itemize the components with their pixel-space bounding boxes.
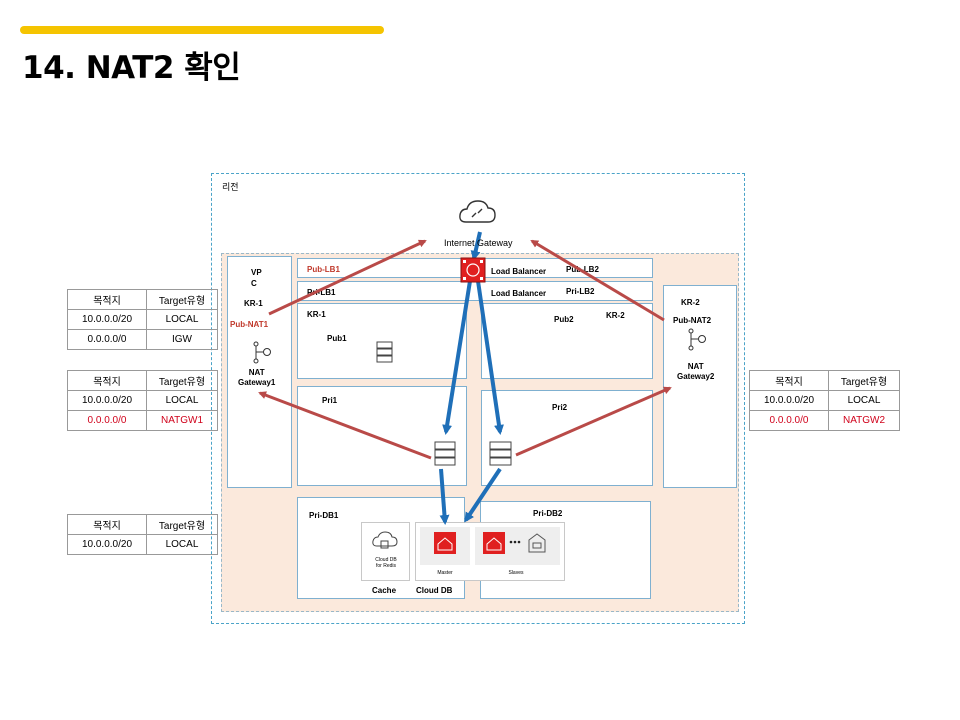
zone-kr2-nat-subnet: [663, 285, 737, 488]
server-icon: [434, 441, 456, 466]
traffic-arrow-lb-to-server1: [442, 280, 472, 435]
traffic-arrow-server1-to-db: [439, 468, 450, 525]
table-header: Target유형: [146, 289, 218, 310]
load-balancer-label-1: Load Balancer: [491, 267, 547, 276]
table-cell: 10.0.0.0/20: [67, 534, 147, 555]
table-cell: LOCAL: [146, 309, 218, 330]
load-balancer-icon: [460, 257, 486, 283]
route-arrow-nat1-to-igw: [268, 239, 427, 316]
table-header: Target유형: [146, 514, 218, 535]
pri-db2-label: Pri-DB2: [533, 509, 563, 518]
traffic-arrow-lb-to-server2: [476, 280, 504, 435]
table-header: 목적지: [749, 370, 829, 391]
pub2-label: Pub2: [554, 315, 574, 324]
table-cell: NATGW1: [146, 410, 218, 431]
nat-gateway-icon: [688, 328, 706, 351]
redis-label: Cloud DB for Redis: [375, 557, 397, 569]
pri1-label: Pri1: [322, 396, 338, 405]
kr1-zone-label: KR-1: [244, 299, 263, 308]
table-cell: LOCAL: [146, 390, 218, 411]
pri2-label: Pri2: [552, 403, 568, 412]
table-cell: 10.0.0.0/20: [67, 309, 147, 330]
pub-lb1-label: Pub-LB1: [307, 265, 340, 274]
table-cell: 0.0.0.0/0: [67, 329, 147, 350]
load-balancer-label-2: Load Balancer: [491, 289, 547, 298]
vpc-label: VP C: [251, 268, 262, 288]
table-cell: IGW: [146, 329, 218, 350]
slaves-label: Slaves: [508, 570, 524, 576]
pri2-subnet: [481, 390, 653, 486]
nat-gateway-icon: [253, 341, 271, 364]
redis-icon: [372, 531, 398, 549]
zone-kr1-nat-subnet: [227, 256, 292, 488]
database-icon: [483, 532, 505, 554]
kr2-zone-label: KR-2: [681, 298, 700, 307]
database-icon: [528, 533, 546, 553]
region-label: 리전: [222, 182, 239, 192]
cloud-db-label: Cloud DB: [416, 586, 453, 595]
kr1-inner-label: KR-1: [307, 310, 326, 319]
pri-lb2-label: Pri-LB2: [566, 287, 595, 296]
table-header: 목적지: [67, 514, 147, 535]
ellipsis-icon: [509, 540, 521, 544]
pub1-label: Pub1: [327, 334, 347, 343]
cache-label: Cache: [372, 586, 397, 595]
pub2-subnet: [481, 303, 653, 379]
table-cell: LOCAL: [146, 534, 218, 555]
table-header: 목적지: [67, 370, 147, 391]
table-cell: NATGW2: [828, 410, 900, 431]
pub1-subnet: [297, 303, 467, 379]
server-icon: [376, 341, 393, 363]
pri1-subnet: [297, 386, 467, 486]
pub-nat1-label: Pub-NAT1: [230, 320, 269, 329]
page-title: 14. NAT2 확인: [22, 50, 241, 86]
nat-gateway2-label: NAT Gateway2: [677, 362, 715, 381]
traffic-arrow-server2-to-db: [464, 467, 502, 523]
traffic-arrow-igw-to-lb: [470, 231, 482, 261]
pri-lb1-label: Pri-LB1: [307, 288, 336, 297]
pub-nat2-label: Pub-NAT2: [673, 316, 712, 325]
internet-gateway-label: Internet Gateway: [444, 238, 513, 248]
kr2-inner-label: KR-2: [606, 311, 625, 320]
pri-db1-label: Pri-DB1: [309, 511, 339, 520]
table-cell: 10.0.0.0/20: [67, 390, 147, 411]
table-cell: LOCAL: [828, 390, 900, 411]
table-header: Target유형: [146, 370, 218, 391]
route-arrow-nat2-to-igw: [530, 239, 665, 322]
route-arrow-pri2-to-nat2: [515, 386, 672, 457]
table-cell: 0.0.0.0/0: [749, 410, 829, 431]
table-cell: 0.0.0.0/0: [67, 410, 147, 431]
table-header: 목적지: [67, 289, 147, 310]
nat-gateway1-label: NAT Gateway1: [238, 368, 276, 387]
server-icon: [489, 441, 512, 466]
title-accent-bar: [20, 26, 384, 34]
database-icon: [434, 532, 456, 554]
table-cell: 10.0.0.0/20: [749, 390, 829, 411]
route-arrow-pri1-to-nat1: [258, 391, 432, 460]
table-header: Target유형: [828, 370, 900, 391]
cloud-icon: [459, 200, 496, 223]
master-label: Master: [437, 570, 453, 576]
